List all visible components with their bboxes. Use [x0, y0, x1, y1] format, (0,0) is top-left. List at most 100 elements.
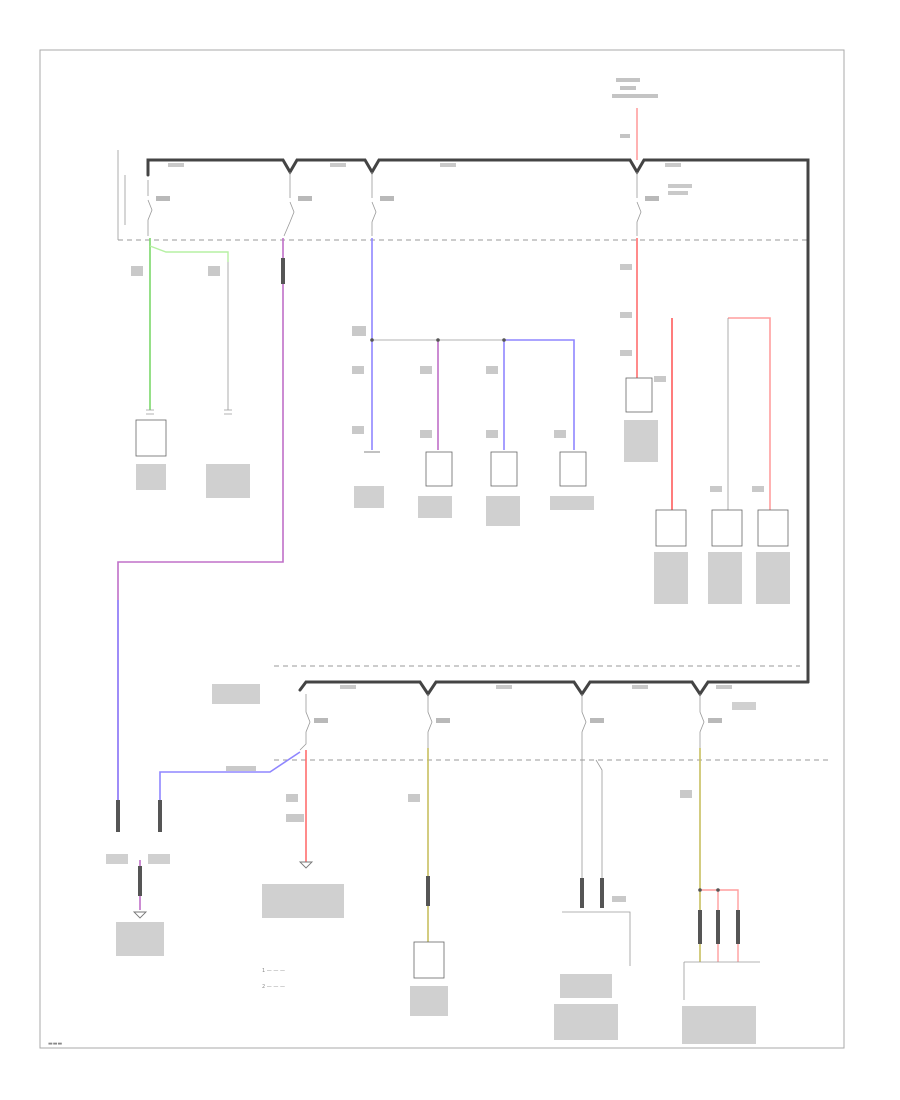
lower-bus-label-4 — [716, 685, 732, 689]
wire-label-3c — [486, 366, 498, 374]
battery-feed-label-line-2 — [620, 86, 636, 90]
wire-label-4e — [710, 486, 722, 492]
module-4c — [711, 509, 743, 547]
circuit-1-green — [131, 238, 250, 498]
diagram-border — [39, 49, 845, 1049]
blue-wire-lower — [159, 751, 301, 800]
bus-label-2 — [330, 163, 346, 167]
ground-1-label — [206, 464, 250, 498]
module-4d — [757, 509, 789, 547]
lower-fuse-1-label — [314, 718, 328, 723]
connector-l3a — [580, 878, 584, 908]
legend-line-1: 1 — — — — [262, 968, 285, 974]
circuit-3-blue — [352, 238, 594, 526]
red-wire-l4-a — [700, 889, 719, 962]
connector-l3b — [600, 878, 604, 908]
connector-l4-a — [698, 910, 702, 944]
fuse-3-label — [380, 196, 394, 201]
connector-l2 — [426, 876, 430, 906]
red-wire-4c — [728, 317, 771, 510]
legend: 1 — — — 2 — — — — [262, 968, 285, 990]
green-wire-label — [131, 266, 143, 276]
lower-circuit-4 — [680, 748, 760, 1044]
wire-label-l1b — [286, 814, 304, 822]
splice-node-l4-1 — [698, 888, 702, 892]
lower-main-bus — [298, 680, 810, 697]
module-4a-label — [624, 420, 658, 462]
lower-fuse-3 — [581, 694, 587, 748]
battery-feed-wire-label — [620, 134, 630, 138]
wire-label-l4 — [680, 790, 692, 798]
blue-wire-lower-label — [226, 766, 256, 771]
bus-label-4 — [665, 163, 681, 167]
lower-fuse-4 — [699, 694, 705, 748]
green-wire-branch — [149, 245, 229, 262]
fuse-4-label — [645, 196, 659, 201]
connector-l4-c — [736, 910, 740, 944]
circuit-4-red — [620, 238, 790, 604]
red-wire-l4-b — [718, 889, 739, 962]
ground-l1 — [298, 861, 314, 869]
lower-fuse-4-label — [708, 718, 722, 723]
connector-l-a-label — [106, 854, 128, 864]
module-l3-label-1 — [560, 974, 612, 998]
splice-node-2 — [436, 338, 440, 342]
module-l2-label — [410, 986, 448, 1016]
module-l4-label — [682, 1006, 756, 1044]
fuse-4 — [636, 192, 642, 236]
violet-wire — [117, 238, 284, 800]
fuse-box-name-label — [668, 184, 692, 188]
wire-label-l1 — [286, 794, 298, 802]
splice-node-1 — [370, 338, 374, 342]
lower-fuse-box — [212, 665, 830, 761]
module-l3-label-2 — [554, 1004, 618, 1040]
module-3d-label — [550, 496, 594, 510]
module-4d-label — [756, 552, 790, 604]
lower-fuse-1 — [299, 694, 311, 751]
blue-wire-3d — [504, 339, 575, 450]
gray-wire-label — [208, 266, 220, 276]
module-l2 — [413, 941, 445, 979]
page-code: ▬▬▬ — [48, 1041, 62, 1047]
module-3b-label — [418, 496, 452, 518]
lower-fuse-2 — [427, 694, 433, 748]
lower-fuse-3-label — [590, 718, 604, 723]
module-l4-box — [683, 961, 760, 1000]
lower-circuit-2 — [408, 748, 448, 1016]
module-4b — [655, 509, 687, 547]
upper-fuse-box — [117, 150, 810, 684]
module-1-label — [136, 464, 166, 490]
wire-label-4d — [654, 376, 666, 382]
lower-fuse-2-label — [436, 718, 450, 723]
fuse-box-name-label-2 — [668, 191, 688, 195]
module-3c-label — [486, 496, 520, 526]
module-4c-label — [708, 552, 742, 604]
splice-node-l4-2 — [716, 888, 720, 892]
wire-label-3c-2 — [486, 430, 498, 438]
gray-wire-l3b — [595, 759, 603, 878]
bus-label-3 — [440, 163, 456, 167]
connector-c1 — [146, 409, 154, 415]
splice-node-3 — [502, 338, 506, 342]
module-l-c-label — [116, 922, 164, 956]
wire-label-4f — [752, 486, 764, 492]
connector-l3-label — [612, 896, 626, 902]
connector-c2 — [224, 409, 232, 415]
wire-label-3a — [352, 366, 364, 374]
fuse-3 — [371, 192, 377, 236]
fuse-2-label — [298, 196, 312, 201]
circuit-2-violet — [117, 238, 285, 800]
lower-bus-label-2 — [496, 685, 512, 689]
wire-label-4b — [620, 312, 632, 318]
module-1 — [135, 419, 167, 457]
lower-fuse-box-name — [212, 684, 260, 704]
module-l3-box — [562, 911, 631, 966]
module-3d — [559, 451, 587, 487]
wire-label-3b — [420, 366, 432, 374]
module-l1-label — [262, 884, 344, 918]
wire-label-3d — [554, 430, 566, 438]
module-4a — [625, 377, 653, 413]
wire-label-3b-2 — [420, 430, 432, 438]
wire-label-l2 — [408, 794, 420, 802]
